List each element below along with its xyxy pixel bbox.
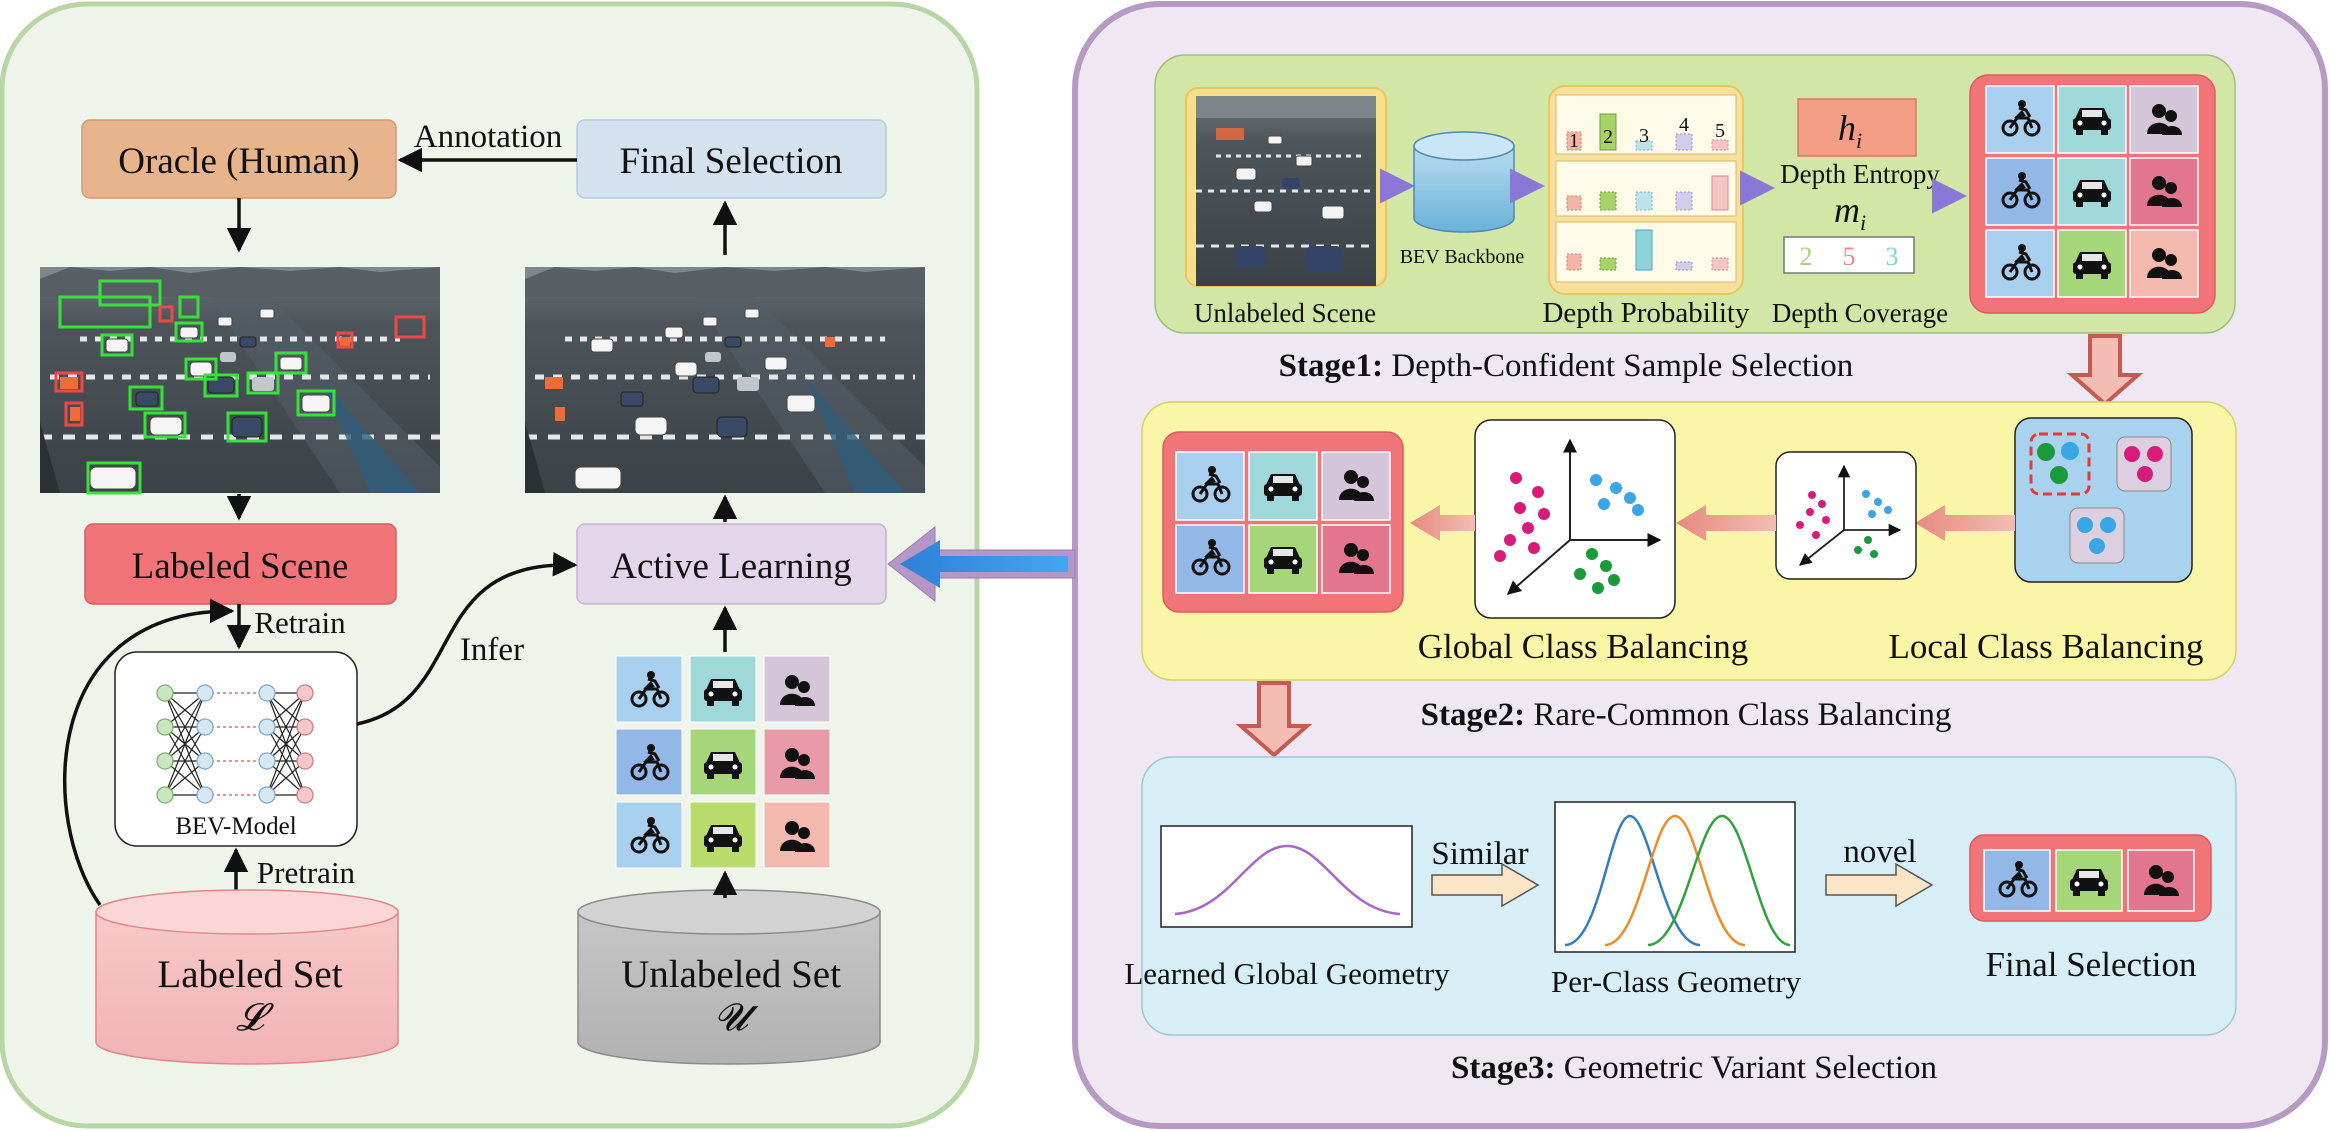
stage3-class-grid xyxy=(1983,849,2195,912)
coverage-value-1: 2 xyxy=(1800,242,1813,271)
bar-label-3: 3 xyxy=(1639,125,1649,147)
entropy-symbol: hi xyxy=(1838,108,1862,153)
local-scatter-box xyxy=(1775,451,1917,580)
active-learning-label: Active Learning xyxy=(610,546,851,587)
global-scatter-box xyxy=(1474,419,1676,619)
novel-arrow xyxy=(1825,862,1934,908)
global-scatter-points xyxy=(1494,472,1644,594)
unlabeled-set-cylinder xyxy=(577,889,881,1065)
stage1-to-stage2-arrow xyxy=(2066,334,2144,407)
per-class-geometry-box xyxy=(1554,801,1796,953)
unlabeled-scene-label: Unlabeled Scene xyxy=(1194,298,1376,328)
pretrain-label: Pretrain xyxy=(257,855,356,890)
stage2-class-grid xyxy=(1175,451,1391,594)
bev-model-label: BEV-Model xyxy=(175,813,296,840)
unlabeled-scene-image xyxy=(525,267,925,493)
depth-probability-label: Depth Probability xyxy=(1542,297,1750,329)
pipeline-to-active-learning-arrow xyxy=(887,525,1076,603)
stage3-final-selection-label: Final Selection xyxy=(1986,945,2197,984)
global-to-output-arrow xyxy=(1410,505,1475,541)
similar-label: Similar xyxy=(1431,836,1528,872)
bar-label-2: 2 xyxy=(1603,126,1613,148)
stage2-box xyxy=(1141,401,2237,681)
unlabeled-set-label: Unlabeled Set xyxy=(621,953,841,996)
depth-histogram-1 xyxy=(1555,94,1737,155)
retrain-label: Retrain xyxy=(254,605,346,640)
labeled-set-label: Labeled Set xyxy=(157,953,342,996)
depth-coverage-box xyxy=(1783,236,1915,274)
local-scatter-points xyxy=(1796,490,1892,558)
labeled-scene-image xyxy=(40,267,440,493)
global-scatter-plot xyxy=(1506,438,1662,595)
bev-backbone-cylinder xyxy=(1413,131,1515,233)
local-to-global-arrow xyxy=(1676,505,1776,541)
coverage-value-3: 3 xyxy=(1886,242,1899,271)
global-class-balancing-label: Global Class Balancing xyxy=(1418,627,1749,666)
depth-histogram-3 xyxy=(1555,221,1737,283)
learned-global-geometry-box xyxy=(1160,825,1413,928)
cluster-to-local-arrow xyxy=(1915,505,2015,541)
stage1-title: Stage1: Depth-Confident Sample Selection xyxy=(1279,348,1854,384)
depth-coverage-label: Depth Coverage xyxy=(1772,298,1948,328)
unlabeled-class-grid xyxy=(615,655,831,869)
local-scatter-plot xyxy=(1799,464,1902,566)
stage1-class-grid xyxy=(1985,85,2199,298)
local-class-balancing-label: Local Class Balancing xyxy=(1889,627,2204,666)
labeled-scene-label: Labeled Scene xyxy=(132,546,349,587)
bar-label-5: 5 xyxy=(1715,120,1725,142)
coverage-symbol: mi xyxy=(1834,190,1866,235)
bar-label-4: 4 xyxy=(1679,114,1689,136)
learned-global-geometry-label: Learned Global Geometry xyxy=(1124,956,1450,991)
bar-label-1: 1 xyxy=(1569,130,1579,152)
global-gaussian-curve xyxy=(1174,844,1401,916)
depth-entropy-label: Depth Entropy xyxy=(1780,159,1940,189)
labeled-set-cylinder xyxy=(95,889,399,1065)
cluster-points xyxy=(2037,436,2172,564)
oracle-label: Oracle (Human) xyxy=(118,141,359,182)
bev-backbone-label: BEV Backbone xyxy=(1400,246,1525,268)
stage2-title: Stage2: Rare-Common Class Balancing xyxy=(1421,697,1952,733)
per-class-geometry-label: Per-Class Geometry xyxy=(1551,964,1801,999)
stage3-title: Stage3: Geometric Variant Selection xyxy=(1451,1050,1937,1086)
final-selection-label: Final Selection xyxy=(620,141,843,182)
annotation-label: Annotation xyxy=(414,119,562,155)
selected-cluster-group xyxy=(2029,432,2091,496)
infer-arrow xyxy=(356,552,578,726)
depth-entropy-box xyxy=(1797,98,1917,157)
infer-label: Infer xyxy=(460,632,524,668)
novel-label: novel xyxy=(1843,834,1916,870)
coverage-value-2: 5 xyxy=(1843,242,1856,271)
stage2-to-stage3-arrow xyxy=(1235,681,1313,758)
similar-arrow xyxy=(1431,862,1540,908)
labeled-set-loop-arrow xyxy=(62,598,235,907)
depth-histogram-2 xyxy=(1555,160,1737,217)
stage1-scene-image xyxy=(1194,94,1378,288)
neural-network-icon xyxy=(156,684,314,804)
per-class-gaussian-curves xyxy=(1564,814,1791,947)
